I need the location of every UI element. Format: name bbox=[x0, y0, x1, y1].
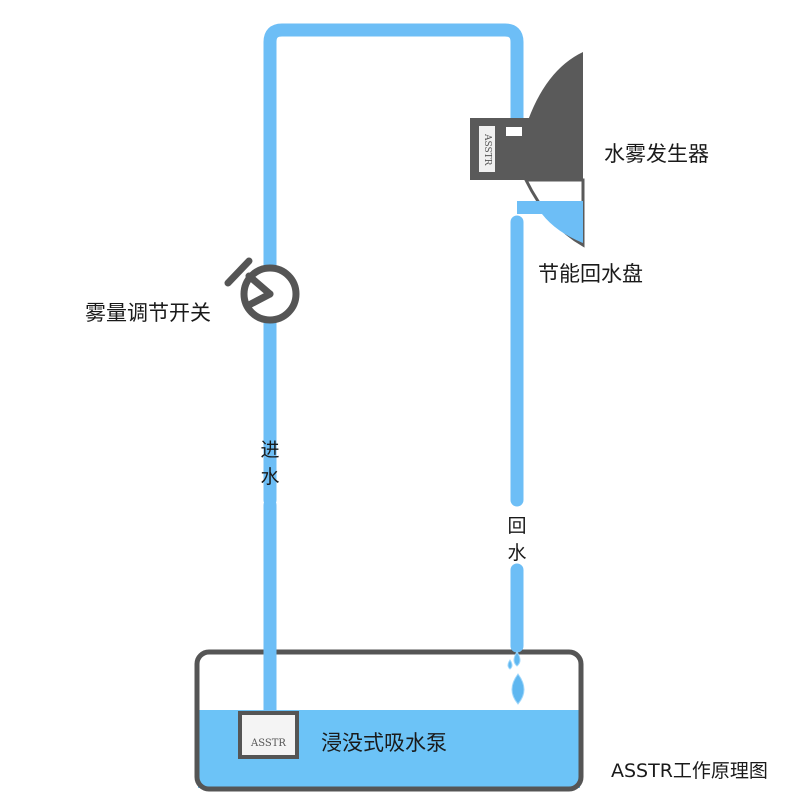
mist-valve bbox=[224, 257, 300, 324]
diagram-caption: ASSTR工作原理图 bbox=[611, 760, 768, 782]
label-mist-valve: 雾量调节开关 bbox=[85, 301, 211, 325]
label-recovery-tray: 节能回水盘 bbox=[538, 262, 643, 286]
water-tank bbox=[194, 649, 584, 792]
generator-pipe-inlet bbox=[506, 127, 522, 136]
water-drops bbox=[507, 651, 525, 705]
label-water-return: 回水 bbox=[507, 515, 527, 564]
pump-brand-mark: ASSTR bbox=[251, 738, 286, 749]
generator-brand-mark: ASSTR bbox=[482, 134, 492, 166]
generator-brand-plate bbox=[479, 126, 495, 172]
recovery-tray-water bbox=[517, 201, 583, 243]
label-water-in: 进水 bbox=[260, 439, 280, 488]
intake-pipe bbox=[263, 23, 524, 719]
pump-body bbox=[238, 711, 299, 759]
mist-generator-body bbox=[526, 52, 583, 126]
label-pump: 浸没式吸水泵 bbox=[321, 731, 447, 755]
label-mist-generator: 水雾发生器 bbox=[604, 142, 709, 166]
